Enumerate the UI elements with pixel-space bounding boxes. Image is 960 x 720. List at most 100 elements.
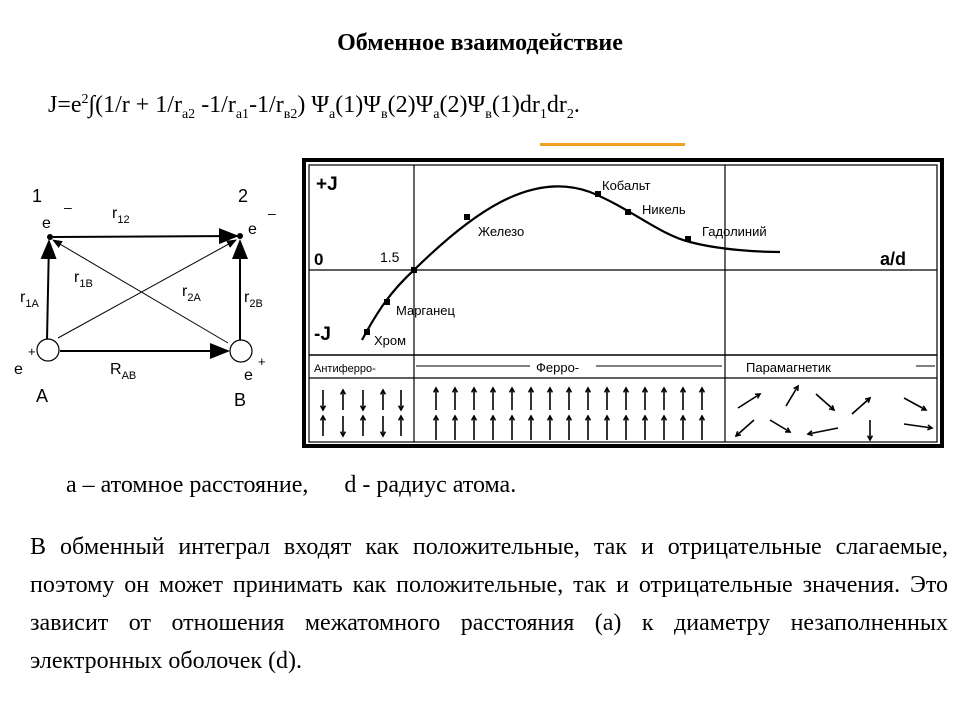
r2A-label: r2A	[182, 283, 201, 304]
spin-ferro-head	[470, 386, 478, 393]
electron-2-dot	[237, 233, 243, 239]
spin-ferro-head	[489, 414, 497, 421]
label-marganets: Марганец	[396, 303, 456, 318]
electron-1-label: e	[42, 215, 51, 232]
r1B-line	[52, 239, 229, 344]
spin-ferro-head	[489, 386, 497, 393]
spin-ferro-head	[451, 386, 459, 393]
spin-ferro-head	[622, 414, 630, 421]
electron-1-dot	[47, 234, 53, 240]
spin-para	[851, 397, 871, 415]
spin-ferro-head	[660, 386, 668, 393]
atom1-minus: –	[64, 199, 72, 215]
exchange-integral-formula: J=e2∫(1/r + 1/ra2 -1/ra1-1/rв2) Ψa(1)Ψв(…	[48, 92, 580, 122]
caption: a – атомное расстояние, d - радиус атома…	[66, 472, 517, 498]
electron-2-label: e	[248, 221, 257, 238]
spin-ferro-head	[565, 414, 573, 421]
spin-ferro-head	[508, 386, 516, 393]
spin-ferro-head	[698, 386, 706, 393]
exchange-curve	[361, 185, 781, 341]
r1A-label: r1A	[20, 289, 39, 310]
tick-1-5-label: 1.5	[380, 249, 400, 265]
spin-para-head	[754, 393, 762, 399]
nucleus-b-plus: +	[258, 354, 266, 369]
spin-antiferro-head	[359, 414, 367, 421]
spin-para-head	[864, 396, 872, 403]
spin-antiferro-head	[397, 414, 405, 421]
spin-ferro-head	[508, 414, 516, 421]
r2A-line	[57, 239, 237, 339]
nucleus-b-label: B	[234, 390, 246, 410]
point-nikel	[625, 209, 631, 215]
nucleus-b-e: e	[244, 367, 253, 384]
two-atom-diagram: 1 – 2 – e e r12 r1B r2A r1A r2B RAB + e …	[14, 186, 276, 410]
spin-ferro-head	[660, 414, 668, 421]
spin-para	[903, 397, 927, 411]
region-ferro: Ферро-	[536, 360, 579, 375]
orange-underline	[540, 143, 685, 146]
spin-para-head	[806, 430, 814, 437]
spin-ferro-head	[527, 386, 535, 393]
spin-antiferro-head	[359, 405, 367, 412]
spin-ferro-head	[432, 414, 440, 421]
spin-arrows	[319, 384, 934, 442]
spin-para	[737, 393, 761, 409]
point-kobalt	[595, 191, 601, 197]
spin-antiferro-head	[339, 431, 347, 438]
label-zhelezo: Железо	[478, 224, 524, 239]
spin-para	[903, 423, 933, 429]
spin-para-head	[734, 431, 742, 438]
r12-label: r12	[112, 205, 130, 226]
spin-antiferro-head	[319, 414, 327, 421]
spin-para-head	[866, 435, 874, 442]
spin-ferro-head	[584, 386, 592, 393]
atom1-label: 1	[32, 186, 42, 206]
spin-ferro-head	[603, 414, 611, 421]
slide-title: Обменное взаимодействие	[337, 30, 623, 56]
spin-ferro-head	[527, 414, 535, 421]
spin-para-head	[927, 424, 934, 431]
spin-ferro-head	[679, 386, 687, 393]
spin-ferro-head	[622, 386, 630, 393]
spin-ferro-head	[584, 414, 592, 421]
spin-ferro-head	[432, 386, 440, 393]
r1A-arrow	[40, 239, 57, 341]
spin-para	[785, 385, 799, 407]
spin-para-head	[828, 405, 836, 412]
spin-antiferro-head	[319, 405, 327, 412]
point-gadoliniy	[685, 236, 691, 242]
label-kobalt: Кобальт	[602, 178, 651, 193]
spin-ferro-head	[546, 386, 554, 393]
spin-ferro-head	[641, 386, 649, 393]
label-chrom: Хром	[374, 333, 406, 348]
r1B-label: r1B	[74, 269, 93, 290]
nucleus-b	[229, 339, 253, 363]
point-zhelezo	[464, 214, 470, 220]
spin-para	[807, 427, 839, 435]
nucleus-a-e: e	[14, 361, 23, 378]
spin-ferro-head	[679, 414, 687, 421]
region-antiferro: Антиферро-	[314, 363, 376, 375]
spin-para	[815, 393, 835, 411]
r12-arrow	[52, 228, 239, 245]
atom2-label: 2	[238, 186, 248, 206]
atom2-minus: –	[268, 205, 276, 221]
spin-para	[735, 419, 755, 437]
spin-ferro-head	[470, 414, 478, 421]
spin-ferro-head	[698, 414, 706, 421]
spin-ferro-head	[451, 414, 459, 421]
spin-para	[769, 419, 791, 433]
spin-para-head	[793, 384, 799, 392]
point-origin	[411, 267, 417, 273]
spin-ferro-head	[546, 414, 554, 421]
spin-ferro-head	[565, 386, 573, 393]
spin-para-head	[784, 427, 792, 433]
rab-label: RAB	[110, 361, 136, 382]
plus-j-label: +J	[316, 174, 338, 195]
point-marganets	[384, 299, 390, 305]
spin-antiferro-head	[379, 431, 387, 438]
label-gadoliniy: Гадолиний	[702, 224, 767, 239]
spin-antiferro-head	[339, 388, 347, 395]
nucleus-a-label: A	[36, 386, 48, 406]
label-nikel: Никель	[642, 202, 686, 217]
